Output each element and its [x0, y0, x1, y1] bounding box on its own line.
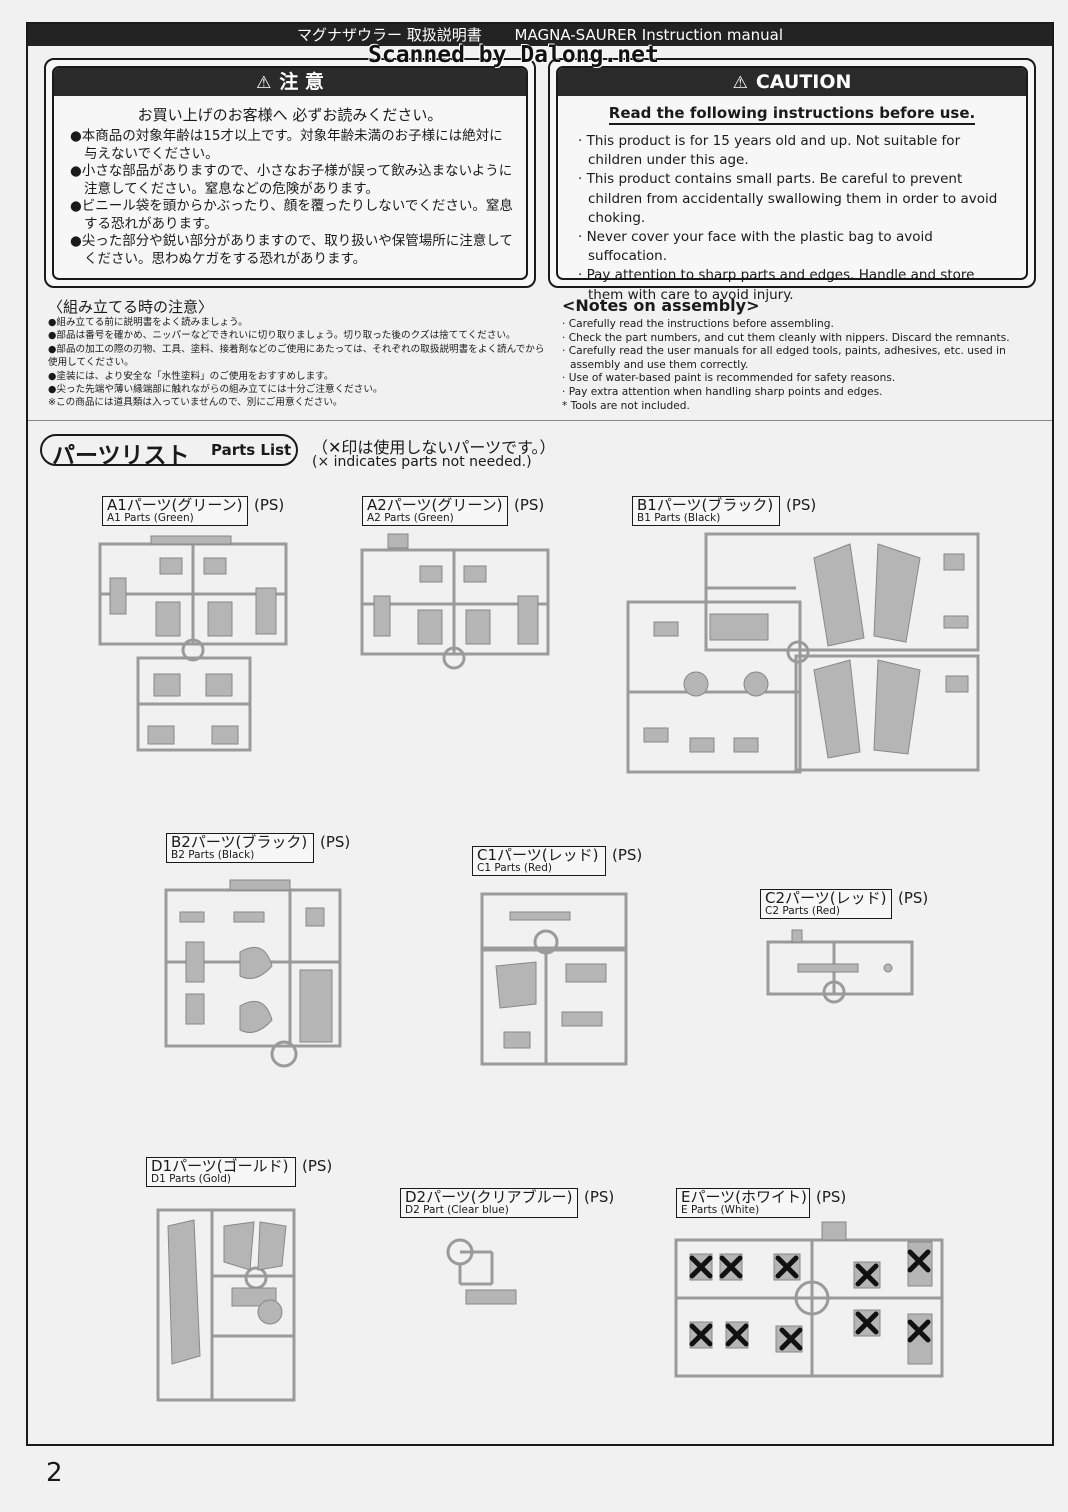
caution-heading-en: ⚠CAUTION	[558, 68, 1026, 96]
notes-list-jp: ●組み立てる前に説明書をよく読みましょう。 ●部品は番号を確かめ、ニッパーなどで…	[48, 316, 548, 410]
runner-diagram-d2	[446, 1238, 517, 1305]
parts-list-title-jp: パーツリスト	[52, 443, 190, 469]
runner-diagram-c1	[480, 892, 628, 1066]
header-title-en: MAGNA-SAURER Instruction manual	[514, 26, 784, 44]
caution-subheading-en: Read the following instructions before u…	[558, 104, 1026, 125]
runner-material-d1: (PS)	[302, 1157, 333, 1175]
runner-material-a1: (PS)	[254, 496, 285, 514]
list-item: · Never cover your face with the plastic…	[578, 229, 933, 265]
list-item: · Carefully read the user manuals for al…	[562, 345, 1006, 371]
list-item: · Use of water-based paint is recommende…	[562, 372, 896, 385]
runner-material-b2: (PS)	[320, 833, 351, 851]
list-item: ●本商品の対象年齢は15才以上です。対象年齢未満のお子様には絶対に与えないでくだ…	[70, 128, 503, 162]
list-item: ●尖った先端や薄い縁端部に触れながらの組み立てには十分ご注意ください。	[48, 384, 383, 396]
warning-triangle-icon: ⚠	[732, 73, 748, 93]
runner-diagram-d1	[156, 1208, 296, 1402]
caution-box-jp: ⚠注 意 お買い上げのお客様へ 必ずお読みください。 ●本商品の対象年齢は15才…	[44, 58, 536, 288]
scan-watermark: Scanned by Dalong.net	[368, 42, 659, 68]
warning-triangle-icon: ⚠	[256, 73, 272, 93]
notes-title-en: <Notes on assembly>	[562, 296, 760, 315]
page-frame	[26, 22, 1054, 1446]
list-item: * Tools are not included.	[562, 399, 690, 412]
header-title-jp: マグナザウラー 取扱説明書	[296, 26, 482, 44]
list-item: · This product is for 15 years old and u…	[578, 133, 961, 169]
caution-subheading-jp: お買い上げのお客様へ 必ずお読みください。	[137, 106, 443, 124]
runner-diagram-b2	[164, 879, 342, 1068]
runner-label-d1: D1パーツ(ゴールド) D1 Parts (Gold)	[146, 1157, 296, 1187]
runner-label-b1: B1パーツ(ブラック) B1 Parts (Black)	[632, 496, 780, 526]
runner-label-e: Eパーツ(ホワイト) E Parts (White)	[676, 1188, 810, 1218]
runner-label-d2: D2パーツ(クリアブルー) D2 Part (Clear blue)	[400, 1188, 578, 1218]
list-item: ●尖った部分や鋭い部分がありますので、取り扱いや保管場所に注意してください。思わ…	[70, 233, 513, 267]
list-item: · Check the part numbers, and cut them c…	[562, 331, 1010, 344]
runner-diagram-a1	[98, 535, 288, 752]
runner-material-c1: (PS)	[612, 846, 643, 864]
runner-label-c2: C2パーツ(レッド) C2 Parts (Red)	[760, 889, 892, 919]
list-item: ●部品は番号を確かめ、ニッパーなどできれいに切り取りましょう。切り取った後のクズ…	[48, 330, 516, 342]
list-item: ●部品の加工の際の刃物、工具、塗料、接着剤などのご使用にあたっては、それぞれの取…	[48, 343, 545, 369]
list-item: · Pay extra attention when handling shar…	[562, 385, 883, 398]
runner-label-a2: A2パーツ(グリーン) A2 Parts (Green)	[362, 496, 508, 526]
list-item: ※この商品には道具類は入っていませんので、別にご用意ください。	[48, 397, 343, 409]
notes-list-en: · Carefully read the instructions before…	[562, 318, 1022, 413]
runner-material-e: (PS)	[816, 1188, 847, 1206]
list-item: ●組み立てる前に説明書をよく読みましょう。	[48, 317, 248, 328]
caution-heading-jp: ⚠注 意	[54, 68, 526, 96]
runner-diagram-e	[674, 1221, 944, 1378]
runner-diagram-c2	[766, 929, 914, 1004]
page-number: 2	[46, 1458, 63, 1488]
caution-box-en: ⚠CAUTION Read the following instructions…	[548, 58, 1036, 303]
list-item: ●ビニール袋を頭からかぶったり、顔を覆ったりしないでください。窒息する恐れがあり…	[70, 198, 513, 232]
parts-list-title-en: Parts List	[211, 441, 292, 459]
runner-label-a1: A1パーツ(グリーン) A1 Parts (Green)	[102, 496, 248, 526]
header-bar: マグナザウラー 取扱説明書 MAGNA-SAURER Instruction m…	[28, 24, 1052, 46]
caution-list-en: · This product is for 15 years old and u…	[578, 132, 1014, 305]
caution-list-jp: ●本商品の対象年齢は15才以上です。対象年齢未満のお子様には絶対に与えないでくだ…	[70, 128, 516, 268]
runner-material-b1: (PS)	[786, 496, 817, 514]
parts-list-badge	[40, 434, 298, 466]
list-item: · Pay attention to sharp parts and edges…	[578, 267, 975, 303]
list-item: ●小さな部品がありますので、小さなお子様が誤って飲み込まないように注意してくださ…	[70, 163, 513, 197]
runner-diagram-b1	[626, 532, 980, 774]
section-divider	[28, 420, 1052, 421]
parts-list-note-jp: （✕印は使用しないパーツです。）	[312, 438, 556, 457]
list-item: · This product contains small parts. Be …	[578, 171, 998, 226]
runner-label-c1: C1パーツ(レッド) C1 Parts (Red)	[472, 846, 606, 876]
runner-diagram-a2	[360, 533, 550, 670]
list-item: ●塗装には、より安全な「水性塗料」のご使用をおすすめします。	[48, 370, 334, 382]
runner-material-d2: (PS)	[584, 1188, 615, 1206]
runner-material-c2: (PS)	[898, 889, 929, 907]
list-item: · Carefully read the instructions before…	[562, 318, 834, 330]
notes-title-jp: 〈組み立てる時の注意〉	[48, 298, 214, 316]
parts-list-note-en: (× indicates parts not needed.)	[312, 454, 532, 470]
runner-material-a2: (PS)	[514, 496, 545, 514]
runner-label-b2: B2パーツ(ブラック) B2 Parts (Black)	[166, 833, 314, 863]
